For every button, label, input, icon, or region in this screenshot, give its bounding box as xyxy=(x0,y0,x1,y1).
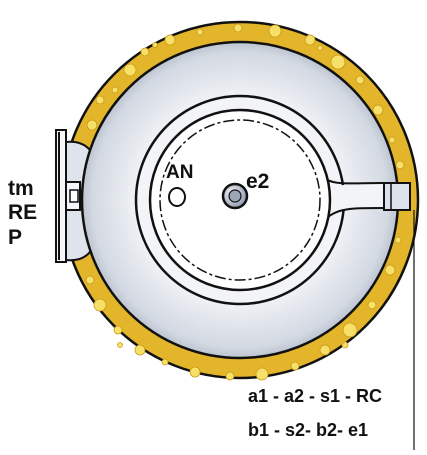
left-bracket-plate-edge xyxy=(58,132,60,260)
an-hole xyxy=(168,187,186,207)
port-channel xyxy=(322,180,384,230)
label-e2: e2 xyxy=(246,170,269,193)
label-an: AN xyxy=(166,162,193,183)
center-bolt-inner xyxy=(228,189,242,203)
label-re: RE xyxy=(8,201,37,224)
jacket-bubbles xyxy=(85,23,405,381)
left-bracket-plate xyxy=(55,129,67,263)
label-tm: tm xyxy=(8,177,34,200)
label-p: P xyxy=(8,226,22,249)
left-port-slot xyxy=(69,189,79,203)
label-bottom-line2: b1 - s2- b2- e1 xyxy=(248,420,368,440)
right-port xyxy=(383,182,411,211)
bore-dashed-line xyxy=(159,119,321,281)
label-bottom-line1: a1 - a2 - s1 - RC xyxy=(248,386,382,406)
